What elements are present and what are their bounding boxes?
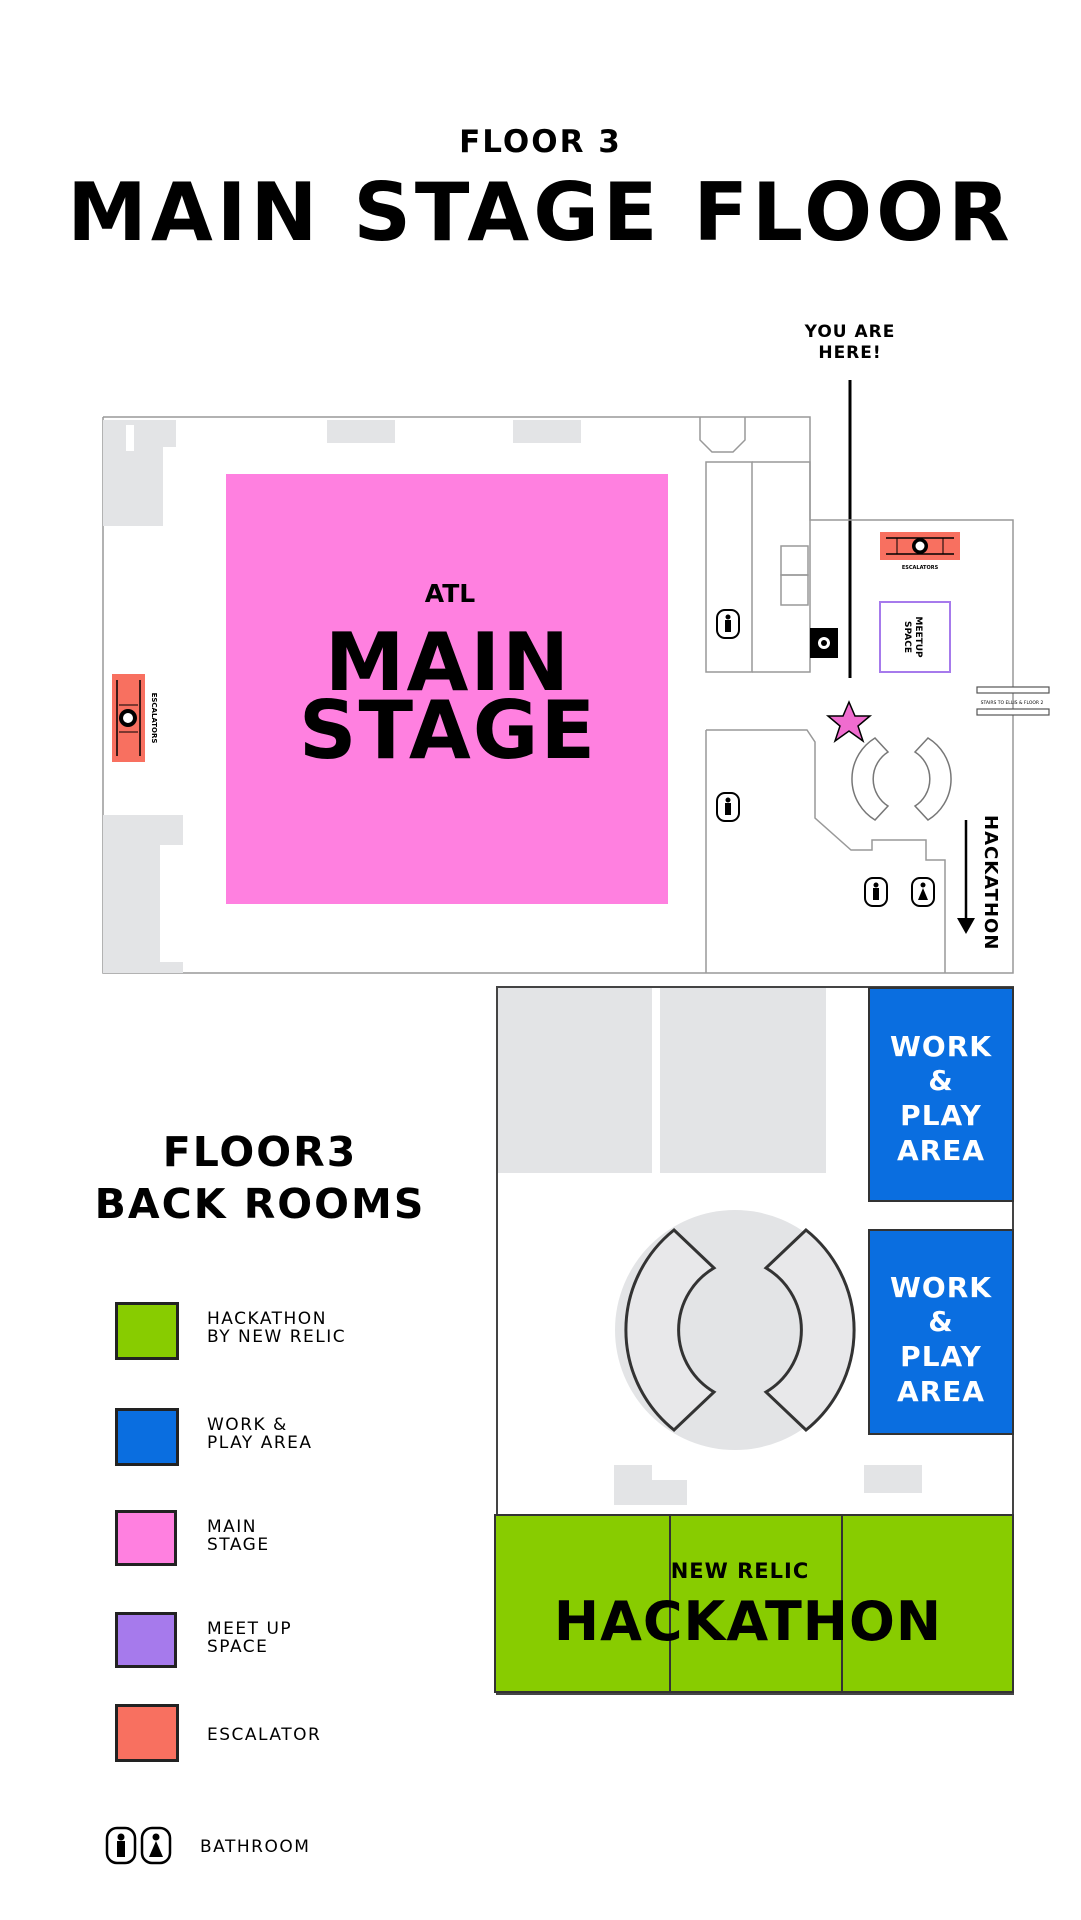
legend-label-work-play: WORK & PLAY AREA bbox=[207, 1415, 313, 1453]
floor-label: FLOOR 3 bbox=[459, 124, 622, 160]
media-icon bbox=[810, 628, 838, 658]
meetup-label-line2: SPACE bbox=[902, 621, 912, 653]
work-play-1-line1: WORK bbox=[890, 1030, 992, 1063]
bathroom-figures bbox=[725, 614, 928, 900]
main-stage-small-label: ATL bbox=[425, 579, 475, 608]
legend-swatch-escalator bbox=[115, 1704, 179, 1762]
meetup-label-line1: MEETUP bbox=[913, 616, 923, 658]
work-play-1-line2: & bbox=[928, 1064, 953, 1097]
stairs: STAIRS TO ELLIS & FLOOR 2 bbox=[976, 686, 1050, 716]
escalator-left: ESCALATORS bbox=[112, 674, 158, 762]
work-play-area-1 bbox=[868, 987, 1014, 1202]
legend-label-escalator: ESCALATOR bbox=[207, 1725, 322, 1745]
you-are-here-star bbox=[825, 700, 873, 743]
main-stage-area bbox=[226, 474, 668, 904]
work-play-2-line2: & bbox=[928, 1305, 953, 1338]
work-play-1-line4: AREA bbox=[897, 1134, 985, 1167]
escalator-top: ESCALATORS bbox=[880, 532, 960, 571]
hackathon-big-label: HACKATHON bbox=[554, 1590, 942, 1653]
work-play-2-line1: WORK bbox=[890, 1271, 992, 1304]
legend-label-meetup: MEET UP SPACE bbox=[207, 1619, 293, 1657]
hackathon-direction-arrow: HACKATHON bbox=[957, 815, 1001, 950]
legend-swatch-work-play bbox=[115, 1408, 179, 1466]
work-play-2-line3: PLAY bbox=[900, 1340, 982, 1373]
hackathon-arrow-label: HACKATHON bbox=[980, 815, 1001, 950]
you-are-here-label: YOU ARE HERE! bbox=[804, 322, 896, 363]
legend-swatch-hackathon bbox=[115, 1302, 179, 1360]
escalator-left-label: ESCALATORS bbox=[150, 693, 158, 744]
back-room-seating bbox=[624, 1228, 856, 1432]
back-room-blocks bbox=[498, 988, 922, 1505]
stairs-label: STAIRS TO ELLIS & FLOOR 2 bbox=[981, 700, 1044, 706]
legend-label-bathroom: BATHROOM bbox=[200, 1837, 311, 1857]
legend-title-line2: BACK ROOMS bbox=[94, 1180, 426, 1228]
legend-item-bathroom: BATHROOM bbox=[105, 1826, 309, 1870]
meetup-space: MEETUP SPACE bbox=[879, 601, 951, 673]
work-play-2-line4: AREA bbox=[897, 1375, 985, 1408]
main-stage-label-line2: STAGE bbox=[299, 684, 597, 777]
room-outlines bbox=[699, 417, 946, 973]
page-title: MAIN STAGE FLOOR bbox=[67, 166, 1014, 259]
lobby-seating bbox=[851, 737, 952, 821]
legend-swatch-main-stage bbox=[115, 1510, 177, 1566]
work-play-area-2 bbox=[868, 1229, 1014, 1435]
legend-title: FLOOR3 BACK ROOMS bbox=[40, 1126, 480, 1230]
hackathon-small-label: NEW RELIC bbox=[671, 1559, 810, 1583]
escalator-top-label: ESCALATORS bbox=[902, 565, 939, 571]
hackathon-area bbox=[494, 1514, 1014, 1693]
work-play-1-line3: PLAY bbox=[900, 1099, 982, 1132]
legend-label-main-stage: MAIN STAGE bbox=[207, 1517, 270, 1555]
legend-title-line1: FLOOR3 bbox=[162, 1128, 358, 1176]
bathroom-icon bbox=[105, 1826, 172, 1865]
legend-label-hackathon: HACKATHON BY NEW RELIC bbox=[207, 1309, 347, 1347]
main-stage-label-line1: MAIN bbox=[325, 616, 571, 709]
legend-swatch-meetup bbox=[115, 1612, 177, 1668]
